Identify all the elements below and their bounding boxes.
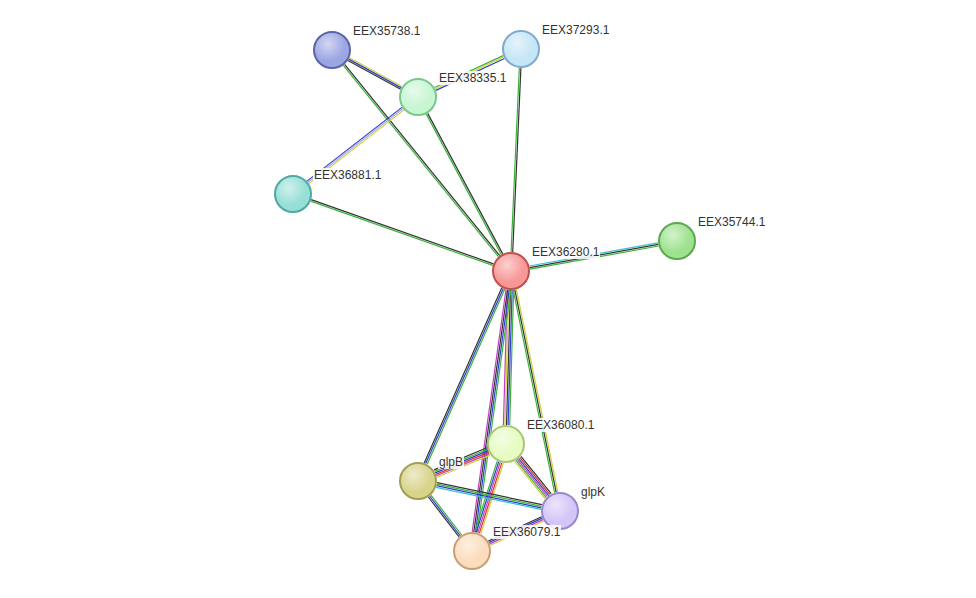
node-label: EEX35738.1 bbox=[352, 24, 421, 38]
protein-node: EEX37293.1 bbox=[502, 30, 540, 68]
protein-node: EEX36881.1 bbox=[274, 175, 312, 213]
node-label: EEX37293.1 bbox=[541, 23, 610, 37]
evidence-line bbox=[435, 449, 488, 471]
evidence-line bbox=[530, 244, 659, 267]
interaction-edge bbox=[436, 483, 542, 510]
evidence-line bbox=[479, 463, 502, 534]
node-label: EEX38335.1 bbox=[438, 71, 507, 85]
interaction-edge bbox=[343, 64, 499, 256]
evidence-line bbox=[428, 497, 459, 537]
node-label: glpB bbox=[438, 455, 464, 469]
protein-node: EEX35744.1 bbox=[658, 222, 696, 260]
interaction-edge bbox=[515, 456, 551, 498]
evidence-line bbox=[349, 59, 402, 88]
evidence-line bbox=[348, 61, 401, 90]
interaction-edge bbox=[307, 107, 404, 183]
evidence-line bbox=[530, 246, 659, 269]
interaction-edge bbox=[434, 448, 490, 478]
protein-node: EEX36079.1 bbox=[453, 532, 491, 570]
evidence-line bbox=[436, 454, 489, 476]
evidence-line bbox=[431, 495, 462, 535]
evidence-line bbox=[426, 114, 501, 255]
evidence-line bbox=[517, 459, 547, 496]
evidence-line bbox=[435, 451, 488, 473]
node-label: EEX35744.1 bbox=[697, 215, 766, 229]
protein-node: EEX36080.1 bbox=[487, 425, 525, 463]
evidence-line bbox=[519, 458, 549, 495]
evidence-line bbox=[345, 64, 500, 255]
evidence-line bbox=[436, 486, 541, 508]
protein-node: glpB bbox=[399, 462, 437, 500]
evidence-line bbox=[434, 448, 487, 470]
evidence-line bbox=[511, 68, 519, 252]
evidence-line bbox=[436, 452, 489, 474]
protein-node: EEX36280.1 bbox=[492, 252, 530, 290]
evidence-line bbox=[343, 65, 498, 256]
evidence-line bbox=[428, 113, 503, 254]
evidence-line bbox=[437, 455, 490, 477]
evidence-line bbox=[529, 243, 658, 266]
evidence-line bbox=[437, 483, 542, 505]
evidence-line bbox=[307, 107, 402, 181]
evidence-line bbox=[515, 461, 545, 498]
evidence-line bbox=[308, 109, 403, 183]
interaction-edge bbox=[529, 243, 658, 269]
evidence-line bbox=[516, 460, 546, 497]
interaction-edge bbox=[348, 58, 402, 90]
node-label: EEX36079.1 bbox=[492, 525, 561, 539]
interaction-edge bbox=[428, 495, 461, 537]
protein-node: EEX35738.1 bbox=[313, 31, 351, 69]
evidence-line bbox=[309, 110, 404, 184]
interaction-edge bbox=[511, 68, 521, 252]
node-label: EEX36280.1 bbox=[531, 245, 600, 259]
evidence-line bbox=[478, 462, 500, 533]
node-label: EEX36881.1 bbox=[313, 168, 382, 182]
evidence-line bbox=[437, 484, 542, 506]
evidence-line bbox=[436, 487, 541, 509]
evidence-line bbox=[311, 201, 493, 265]
node-label: EEX36080.1 bbox=[526, 418, 595, 432]
evidence-line bbox=[513, 68, 521, 252]
evidence-line bbox=[311, 200, 493, 264]
node-label: glpK bbox=[580, 485, 606, 499]
evidence-line bbox=[430, 496, 461, 536]
evidence-line bbox=[520, 457, 550, 494]
interaction-edge bbox=[426, 113, 502, 254]
protein-node: EEX38335.1 bbox=[399, 78, 437, 116]
interaction-edge bbox=[311, 200, 494, 266]
